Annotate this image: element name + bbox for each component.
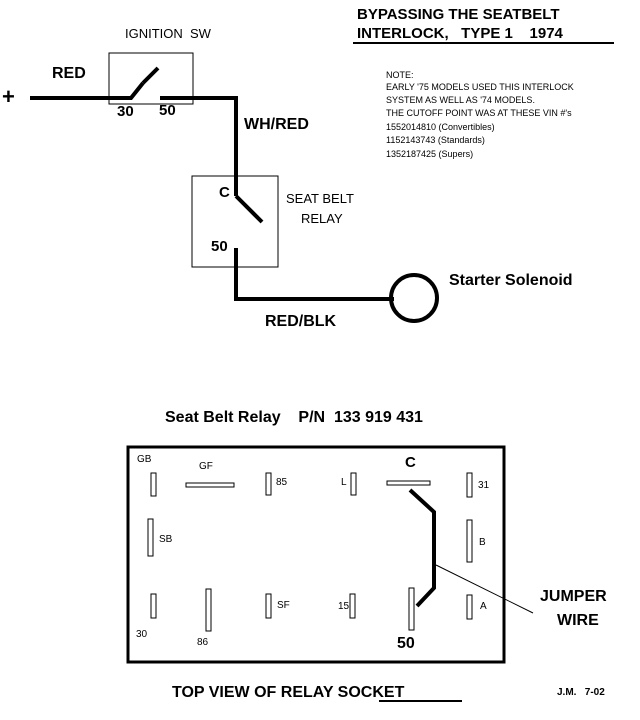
- relay-terminal-c: C: [219, 184, 230, 201]
- relay-label-line-1: SEAT BELT: [286, 191, 354, 206]
- pin-label-c: C: [405, 454, 416, 471]
- wire-red-blk: [234, 248, 394, 301]
- wire-label-red: RED: [52, 65, 86, 82]
- socket-caption: TOP VIEW OF RELAY SOCKET: [172, 684, 405, 701]
- ignition-switch-contact: [141, 66, 160, 85]
- pin-label-b: B: [479, 537, 486, 548]
- pin-label-15: 15: [338, 601, 350, 612]
- pin-sf: [265, 593, 272, 619]
- starter-solenoid-label: Starter Solenoid: [449, 272, 573, 289]
- pin-label-sb: SB: [159, 534, 173, 545]
- note-line-6: 1352187425 (Supers): [386, 149, 473, 159]
- socket-caption-emphasis: SOCKET: [338, 684, 405, 701]
- socket-caption-prefix: TOP VIEW OF RELAY: [172, 684, 338, 701]
- pin-50: [408, 587, 415, 631]
- pin-15: [349, 593, 356, 619]
- pin-86: [205, 588, 212, 632]
- pin-31: [466, 472, 473, 498]
- pin-label-31: 31: [478, 480, 490, 491]
- jumper-callout-line: [435, 564, 534, 614]
- title-block: BYPASSING THE SEATBELT INTERLOCK, TYPE 1…: [353, 6, 614, 44]
- wiring-schematic: + RED IGNITION SW 30 50 WH/RED C 50 SEAT…: [2, 26, 573, 330]
- pin-label-gf: GF: [199, 461, 213, 472]
- socket-outline: [126, 445, 506, 664]
- pin-label-a: A: [480, 601, 487, 612]
- note-block: NOTE: EARLY '75 MODELS USED THIS INTERLO…: [386, 70, 574, 159]
- note-line-3: THE CUTOFF POINT WAS AT THESE VIN #'s: [386, 108, 572, 118]
- battery-plus-label: +: [2, 84, 15, 109]
- pin-30: [150, 593, 157, 619]
- pin-label-sf: SF: [277, 600, 290, 611]
- pin-sb: [147, 518, 154, 557]
- socket-heading: Seat Belt Relay P/N 133 919 431: [165, 409, 423, 426]
- pin-label-l: L: [341, 477, 347, 488]
- note-line-5: 1152143743 (Standards): [386, 135, 485, 145]
- pin-85: [265, 472, 272, 496]
- jumper-label-line-1: JUMPER: [540, 588, 607, 605]
- ignition-terminal-50: 50: [159, 102, 176, 119]
- ignition-switch-box: [108, 52, 194, 105]
- relay-terminal-50: 50: [211, 238, 228, 255]
- wire-wh-red: [160, 96, 238, 196]
- note-line-2: SYSTEM AS WELL AS '74 MODELS.: [386, 95, 535, 105]
- relay-label-line-2: RELAY: [301, 211, 343, 226]
- ignition-terminal-30: 30: [117, 103, 134, 120]
- pin-label-85: 85: [276, 477, 288, 488]
- pin-label-gb: GB: [137, 454, 152, 465]
- wire-red: [30, 81, 145, 100]
- pin-b: [466, 519, 473, 563]
- title-line-2: INTERLOCK, TYPE 1 1974: [357, 25, 564, 42]
- note-line-1: EARLY '75 MODELS USED THIS INTERLOCK: [386, 82, 574, 92]
- pin-label-86: 86: [197, 637, 209, 648]
- pin-a: [466, 594, 473, 620]
- wire-label-wh-red: WH/RED: [244, 116, 309, 133]
- pin-c: [386, 480, 431, 486]
- pin-gb: [150, 472, 157, 497]
- wire-label-red-blk: RED/BLK: [265, 313, 337, 330]
- relay-socket: Seat Belt Relay P/N 133 919 431 GB GF 85…: [126, 409, 607, 702]
- note-line-4: 1552014810 (Convertibles): [386, 122, 495, 132]
- starter-solenoid-icon: [389, 273, 439, 323]
- pin-label-50: 50: [397, 635, 415, 652]
- note-line-0: NOTE:: [386, 70, 414, 80]
- jumper-label-line-2: WIRE: [557, 612, 599, 629]
- author-credit: J.M. 7-02: [557, 687, 605, 698]
- ignition-switch-label: IGNITION SW: [125, 26, 212, 41]
- pin-label-30: 30: [136, 629, 148, 640]
- title-line-1: BYPASSING THE SEATBELT: [357, 6, 560, 23]
- pin-gf: [185, 482, 235, 488]
- jumper-wire: [408, 488, 436, 608]
- relay-contact: [234, 194, 264, 224]
- pin-l: [350, 472, 357, 496]
